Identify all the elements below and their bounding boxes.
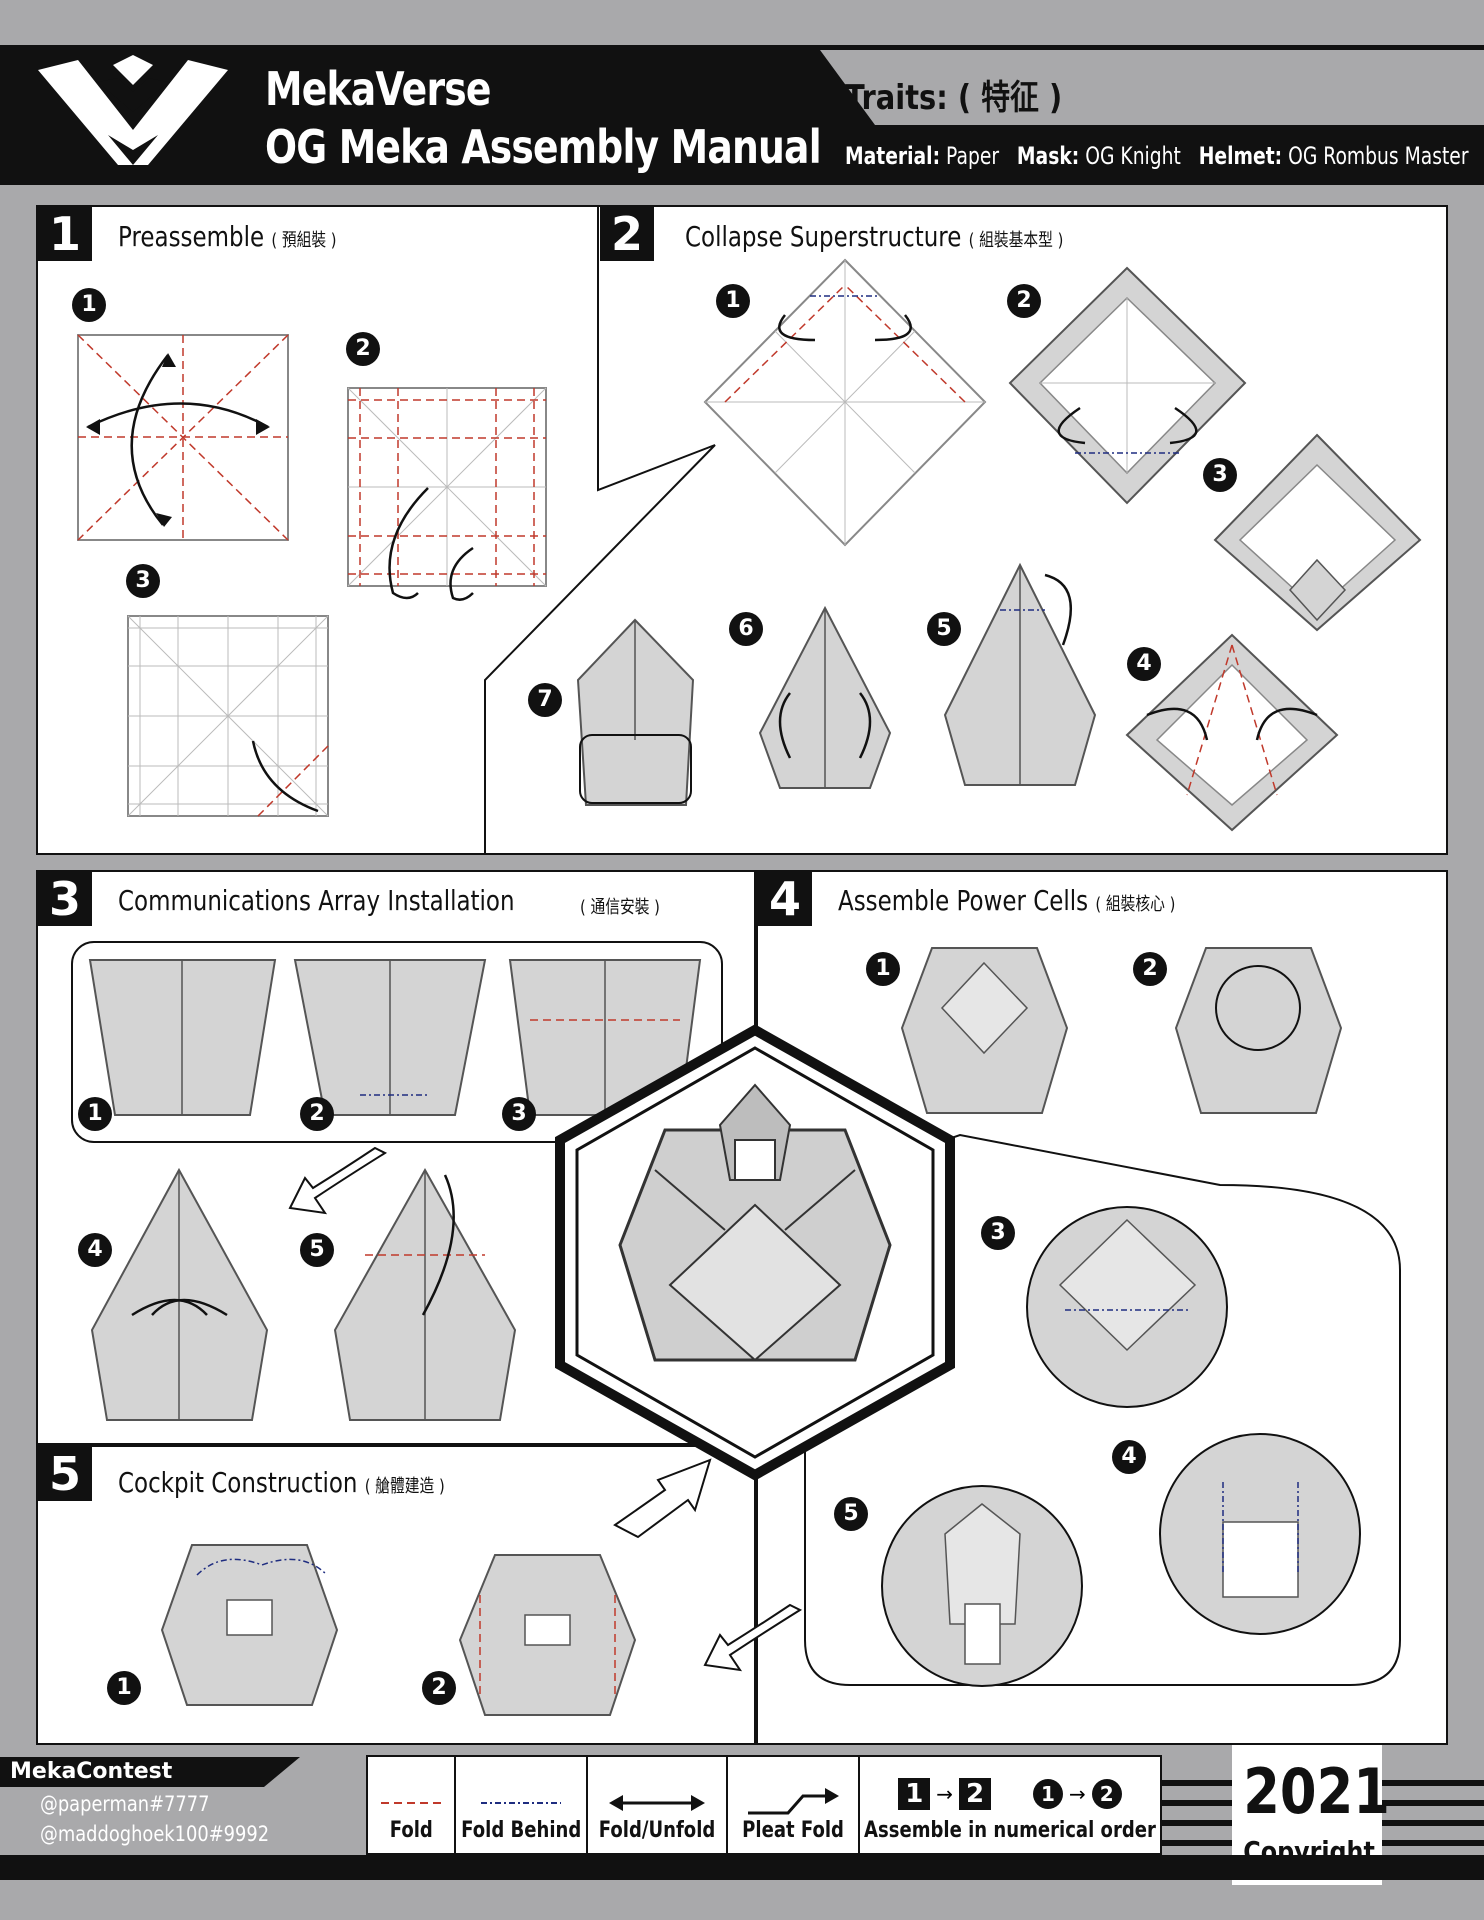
section-4-title: Assemble Power Cells ( 組裝核心 ) — [838, 884, 1176, 917]
step-4-1: 1 — [866, 952, 900, 986]
order-circle-1: 1 — [1033, 1779, 1063, 1809]
legend-fold-behind: Fold Behind — [456, 1757, 588, 1853]
step-4-3: 3 — [981, 1216, 1015, 1250]
credits-org: MekaContest Consortium — [0, 1757, 300, 1787]
legend-order: 1 → 2 1 → 2 Assemble in numerical order — [860, 1757, 1160, 1853]
panel-section-5 — [36, 1445, 756, 1745]
fold-behind-line-icon — [481, 1802, 561, 1804]
diagram-square-3 — [127, 615, 329, 817]
step-5-1: 1 — [107, 1671, 141, 1705]
section-3-number: 3 — [38, 872, 92, 926]
double-arrow-icon — [609, 1795, 705, 1811]
helmet-value: OG Rombus Master — [1288, 142, 1469, 170]
section-3-title: Communications Array Installation — [118, 884, 515, 917]
section-3-cn: ( 通信安裝 ) — [580, 897, 660, 918]
arrow-4-to-5 — [703, 1603, 803, 1672]
panel-divider-1-2 — [484, 205, 716, 855]
step-2-4: 4 — [1127, 647, 1161, 681]
step-3-1: 1 — [78, 1097, 112, 1131]
legend-fold-unfold-label: Fold/Unfold — [598, 1818, 716, 1843]
center-emblem — [555, 1024, 955, 1481]
diagram-diamond-3 — [1213, 433, 1422, 632]
arrow-to-emblem — [613, 1458, 712, 1539]
mask-value: OG Knight — [1085, 142, 1181, 170]
step-4-5: 5 — [834, 1497, 868, 1531]
section-1-title: Preassemble ( 預組裝 ) — [118, 220, 337, 253]
diagram-4-4 — [1159, 1433, 1361, 1635]
diagram-4-1 — [900, 947, 1069, 1114]
step-2-2: 2 — [1007, 284, 1041, 318]
legend-pleat-fold: Pleat Fold — [728, 1757, 860, 1853]
diagram-shape-7 — [576, 618, 695, 806]
traits-panel — [820, 50, 1484, 125]
order-icons: 1 → 2 1 → 2 — [898, 1778, 1122, 1810]
pleat-arrow-icon — [748, 1788, 839, 1815]
diagram-diamond-1 — [703, 258, 987, 547]
mask-label: Mask: — [1016, 142, 1080, 170]
section-5-number: 5 — [38, 1447, 92, 1501]
manual-title: MekaVerse OG Meka Assembly Manual — [265, 60, 822, 176]
legend-fold-label: Fold — [389, 1818, 433, 1843]
step-2-3: 3 — [1203, 458, 1237, 492]
helmet-label: Helmet: — [1198, 142, 1283, 170]
legend-fold-unfold: Fold/Unfold — [588, 1757, 728, 1853]
step-3-3: 3 — [502, 1097, 536, 1131]
section-2-title: Collapse Superstructure ( 組裝基本型 ) — [685, 220, 1064, 253]
mekaverse-logo — [38, 55, 228, 165]
diagram-kite-5 — [943, 562, 1097, 786]
arrow-right-icon: → — [936, 1782, 953, 1806]
step-2-6: 6 — [729, 612, 763, 646]
order-circle-2: 2 — [1091, 1779, 1122, 1809]
step-5-2: 2 — [422, 1671, 456, 1705]
material-label: Material: — [845, 142, 941, 170]
traits-label: Traits: ( 特征 ) — [845, 78, 1063, 118]
year: 2021 — [1243, 1755, 1390, 1828]
diagram-3-5 — [333, 1167, 517, 1421]
section-2-number: 2 — [600, 207, 654, 261]
title-line2: OG Meka Assembly Manual — [265, 120, 822, 174]
step-3-4: 4 — [78, 1233, 112, 1267]
fold-line-icon — [381, 1802, 441, 1804]
legend-fold-behind-label: Fold Behind — [460, 1818, 582, 1843]
title-line1: MekaVerse — [265, 62, 491, 116]
step-2-7: 7 — [528, 683, 562, 717]
section-3-callout — [71, 941, 723, 1143]
diagram-4-2 — [1174, 947, 1343, 1114]
diagram-4-5 — [881, 1485, 1083, 1687]
section-4-number: 4 — [758, 872, 812, 926]
step-4-2: 2 — [1133, 952, 1167, 986]
step-2-1: 1 — [716, 284, 750, 318]
diagram-diamond-2 — [1008, 266, 1247, 505]
arrow-right-icon: → — [1069, 1782, 1086, 1806]
step-1-2: 2 — [346, 332, 380, 366]
order-square-1: 1 — [898, 1778, 931, 1810]
footer-bar — [0, 1855, 1484, 1880]
diagram-5-1 — [160, 1544, 339, 1706]
section-5-title: Cockpit Construction ( 艙體建造 ) — [118, 1466, 445, 1499]
legend-order-label: Assemble in numerical order — [864, 1818, 1156, 1843]
diagram-5-2 — [458, 1554, 637, 1716]
diagram-diamond-4 — [1125, 633, 1339, 832]
legend-pleat-fold-label: Pleat Fold — [742, 1818, 844, 1843]
diagram-square-2 — [347, 387, 547, 601]
step-4-4: 4 — [1112, 1440, 1146, 1474]
step-1-3: 3 — [126, 564, 160, 598]
arrow-3-to-4 — [288, 1146, 388, 1215]
diagram-square-1 — [77, 334, 289, 541]
legend: Fold Fold Behind Fold/Unfold Pleat Fold … — [366, 1755, 1162, 1855]
credit-handle-2: @maddoghoek100#9992 — [40, 1822, 270, 1846]
credit-handle-1: @paperman#7777 — [40, 1792, 210, 1816]
legend-fold: Fold — [368, 1757, 456, 1853]
diagram-3-4 — [90, 1167, 269, 1421]
order-square-2: 2 — [959, 1778, 991, 1810]
step-2-5: 5 — [927, 612, 961, 646]
diagram-4-3 — [1026, 1206, 1228, 1408]
meta-line: Material: Paper Mask: OG Knight Helmet: … — [845, 142, 1469, 170]
diagram-kite-6 — [758, 605, 892, 789]
step-3-5: 5 — [300, 1233, 334, 1267]
step-3-2: 2 — [300, 1097, 334, 1131]
material-value: Paper — [946, 142, 1000, 170]
step-1-1: 1 — [72, 288, 106, 322]
section-1-number: 1 — [38, 207, 92, 261]
